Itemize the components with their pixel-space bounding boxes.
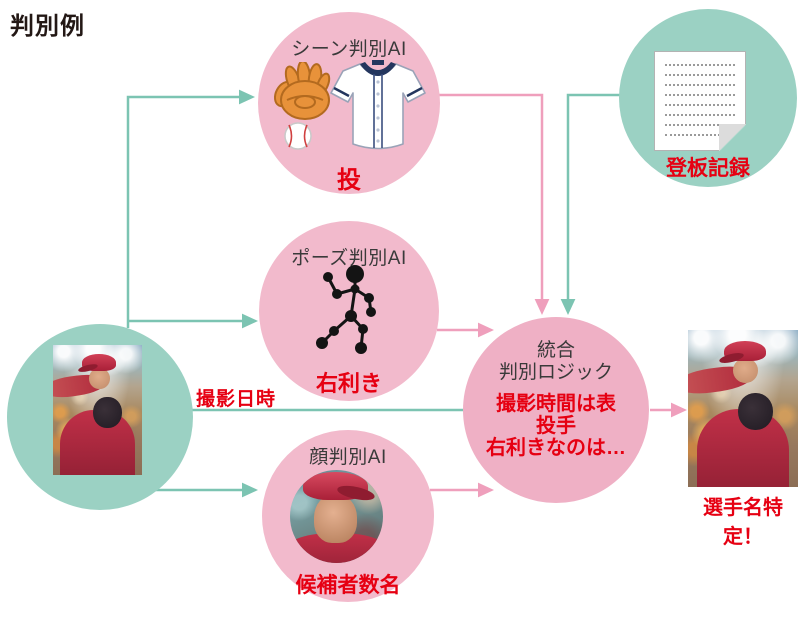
player-glove [737, 392, 773, 431]
pose-skeleton-icon [316, 265, 376, 354]
node-logic: 統合 判別ロジック 撮影時間は表 投手 右利きなのは… [463, 317, 649, 503]
page-title: 判別例 [10, 13, 85, 40]
node-pose-ai: ポーズ判別AI [259, 221, 439, 401]
logic-label-line2: 判別ロジック [498, 362, 613, 383]
output-player-photo [688, 330, 798, 487]
document-icon [654, 51, 746, 151]
player-glove [93, 397, 122, 429]
shoot-datetime-label: 撮影日時 [196, 389, 277, 410]
output-result-label: 選手名特定！ [703, 497, 783, 548]
logic-result-line1: 撮影時間は表 [496, 393, 616, 415]
scene-ai-result: 投 [337, 167, 361, 194]
baseball-icon [284, 122, 312, 150]
player-cap [82, 354, 117, 371]
logic-result-line2: 投手 [536, 415, 576, 437]
logic-label-line1: 統合 [536, 340, 575, 361]
node-face-ai: 顔判別AI 候補者数名 [262, 430, 434, 602]
face-ai-label: 顔判別AI [309, 447, 387, 468]
input-player-photo [53, 345, 142, 475]
face-ai-result: 候補者数名 [295, 574, 401, 597]
jersey-icon [330, 60, 426, 150]
pose-ai-result: 右利き [315, 371, 382, 396]
logic-result-line3: 右利きなのは… [486, 437, 626, 459]
node-scene-ai: シーン判別AI [258, 12, 440, 194]
glove-icon [273, 62, 331, 120]
pose-ai-label: ポーズ判別AI [291, 248, 407, 269]
logic-result: 撮影時間は表 投手 右利きなのは… [463, 393, 649, 459]
player-face [733, 358, 759, 384]
player-cap [724, 340, 767, 362]
face-photo-face [314, 494, 357, 543]
pitching-record-label: 登板記録 [666, 157, 750, 180]
scene-ai-label: シーン判別AI [291, 39, 407, 60]
player-face [89, 368, 110, 390]
logic-label: 統合 判別ロジック [463, 340, 649, 384]
node-pitching-record: 登板記録 [619, 9, 797, 187]
face-photo [290, 470, 383, 563]
face-photo-cap [303, 471, 369, 500]
